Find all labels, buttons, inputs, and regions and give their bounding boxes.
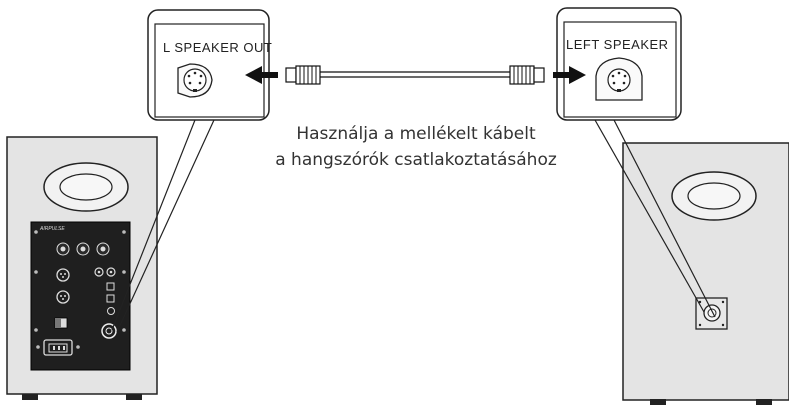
caption-line-1: Használja a mellékelt kábelt bbox=[296, 124, 536, 144]
callout-pointers bbox=[111, 119, 716, 333]
right-callout-label: LEFT SPEAKER bbox=[566, 37, 669, 52]
screw bbox=[76, 345, 80, 349]
power-inlet[interactable] bbox=[43, 339, 73, 356]
left-callout-inner bbox=[154, 23, 265, 118]
right-speaker-foot bbox=[756, 399, 772, 405]
screw bbox=[34, 230, 38, 234]
left-speaker-port-inner bbox=[59, 173, 113, 201]
arrow-right-icon bbox=[553, 66, 586, 84]
brand-label: AIRPULSE bbox=[39, 226, 65, 232]
left-active-speaker: AIRPULSE bbox=[6, 136, 158, 400]
cable-plug-right bbox=[509, 65, 545, 85]
xlr-input-right[interactable] bbox=[56, 290, 70, 304]
screw bbox=[122, 328, 126, 332]
coaxial-input[interactable] bbox=[106, 294, 115, 303]
xlr-input-left[interactable] bbox=[56, 268, 70, 282]
left-callout: L SPEAKER OUT bbox=[147, 9, 272, 121]
right-pointer-line bbox=[594, 119, 705, 313]
right-speaker-port-inner bbox=[687, 182, 741, 210]
screw bbox=[122, 230, 126, 234]
left-speaker-foot bbox=[22, 394, 38, 400]
right-callout: LEFT SPEAKER bbox=[556, 7, 682, 121]
rca-input-pair[interactable] bbox=[94, 267, 116, 277]
back-panel: AIRPULSE bbox=[30, 221, 131, 371]
screw bbox=[36, 345, 40, 349]
left-pointer-line bbox=[111, 119, 196, 331]
bass-knob[interactable] bbox=[96, 242, 110, 256]
left-speaker-foot bbox=[126, 394, 142, 400]
speaker-in-terminal[interactable] bbox=[695, 297, 728, 330]
treble-knob[interactable] bbox=[76, 242, 90, 256]
din-socket-icon bbox=[595, 57, 643, 101]
screw bbox=[34, 270, 38, 274]
volume-knob[interactable] bbox=[56, 242, 70, 256]
sub-out-jack[interactable] bbox=[107, 307, 115, 315]
optical-input[interactable] bbox=[106, 282, 115, 291]
right-speaker-foot bbox=[650, 399, 666, 405]
din-socket-icon bbox=[177, 63, 213, 98]
connection-cable bbox=[245, 65, 586, 85]
screw bbox=[122, 270, 126, 274]
power-switch-rocker bbox=[55, 318, 61, 328]
right-pointer-line bbox=[613, 119, 716, 318]
left-callout-label: L SPEAKER OUT bbox=[163, 40, 272, 55]
arrow-left-icon bbox=[245, 66, 278, 84]
right-passive-speaker bbox=[622, 142, 789, 405]
caption-line-2: a hangszórók csatlakoztatásához bbox=[275, 150, 557, 170]
cable-plug-left bbox=[285, 65, 321, 85]
screw bbox=[34, 328, 38, 332]
left-pointer-line bbox=[116, 119, 215, 333]
